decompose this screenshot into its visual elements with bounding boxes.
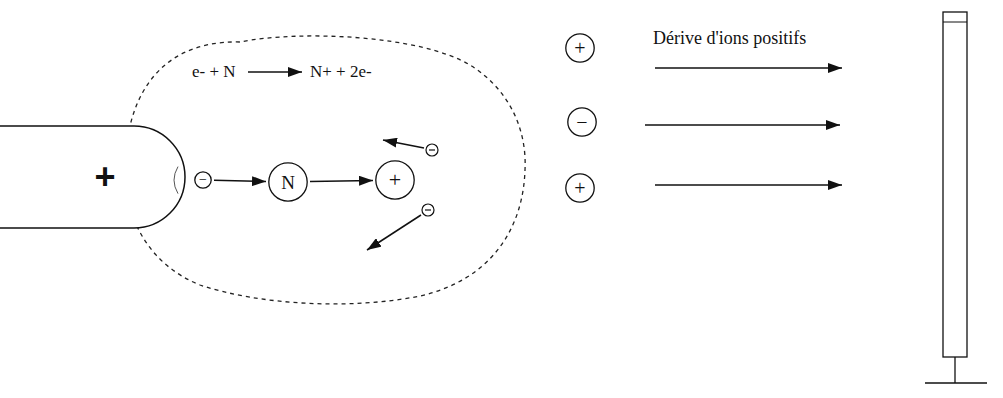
particle-symbol: − [199, 173, 207, 187]
electrode-tip [174, 167, 178, 194]
particle-symbol: − [576, 112, 587, 132]
reaction-arrow [248, 71, 302, 73]
reaction-text: e- + N [192, 62, 236, 82]
positive-ion: + [565, 33, 595, 63]
negative-ion: − [567, 107, 597, 137]
particle-circle [566, 174, 594, 202]
electron-arrow [367, 215, 421, 250]
electron-sign [429, 149, 435, 150]
electron-sign [425, 209, 431, 210]
ground-symbol [925, 382, 987, 383]
electron-symbol [426, 144, 438, 156]
particle-symbol: + [389, 169, 401, 191]
particle-circle [269, 163, 307, 201]
electrode: + [0, 125, 186, 229]
positive-ion: + [375, 160, 415, 200]
particle-symbol: + [574, 38, 585, 58]
reaction-text: N+ + 2e- [310, 62, 372, 82]
electrode-outline [0, 125, 186, 229]
motion-arrow [214, 180, 266, 181]
particle-circle [568, 108, 596, 136]
particle-symbol: N [281, 173, 295, 192]
drift-arrow [645, 124, 840, 126]
drift-arrow [655, 184, 842, 186]
particle-symbol: + [574, 178, 585, 198]
electrode-rod [0, 126, 185, 228]
particle-circle [195, 172, 211, 188]
positive-ion: + [565, 173, 595, 203]
collector-plate [943, 12, 967, 357]
drift-caption: Dérive d'ions positifs [653, 28, 806, 48]
ground-wire [954, 357, 955, 383]
electron-particle: − [194, 171, 212, 189]
particle-circle [376, 161, 414, 199]
electron-symbol [422, 204, 434, 216]
electron-arrow [383, 140, 424, 148]
particle-circle [566, 34, 594, 62]
neutral-molecule: N [268, 162, 308, 202]
drift-arrow [655, 67, 842, 69]
motion-arrow [310, 180, 373, 181]
electrode-sign: + [94, 159, 115, 195]
plate-edge [943, 22, 967, 23]
